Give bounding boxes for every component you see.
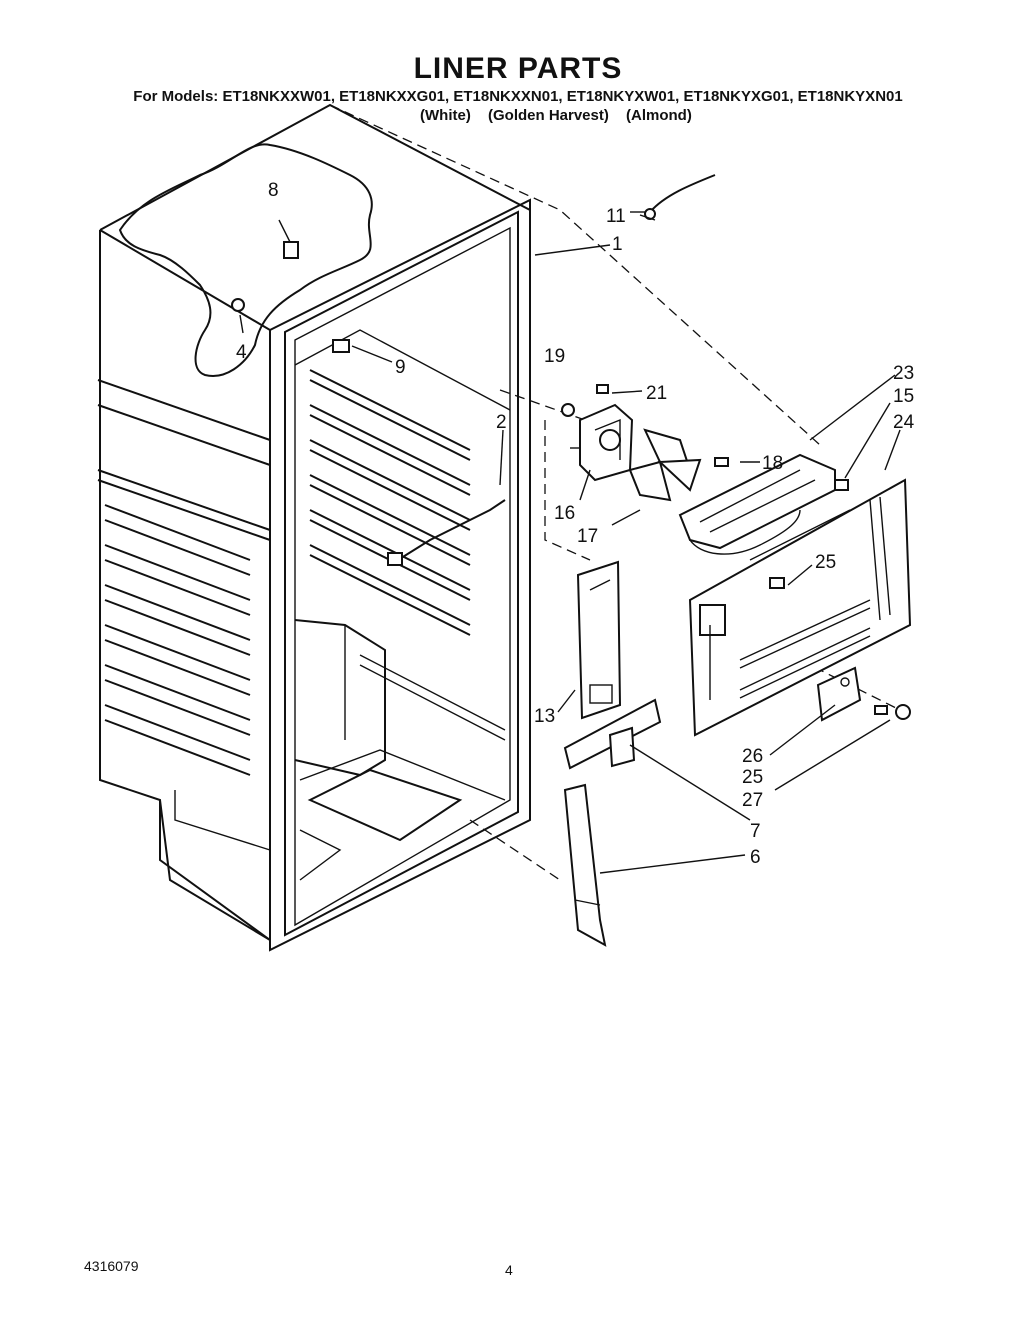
callout-13: 13 bbox=[534, 706, 555, 727]
part-15-screw bbox=[834, 479, 849, 491]
part-11-wire-harness bbox=[630, 174, 716, 220]
callout-1: 1 bbox=[612, 234, 623, 255]
part-25-screw-upper bbox=[769, 577, 785, 589]
part-19-grommet bbox=[561, 403, 575, 417]
part-9-clip bbox=[332, 339, 393, 363]
part-6-duct-cover bbox=[563, 783, 607, 947]
callout-19: 19 bbox=[544, 346, 565, 367]
color-almond-label: (Almond) bbox=[626, 107, 692, 124]
callout-9: 9 bbox=[395, 357, 406, 378]
callout-25-upper: 25 bbox=[815, 552, 836, 573]
liner-cabinet bbox=[97, 103, 901, 952]
callout-15: 15 bbox=[893, 386, 914, 407]
part-13-duct bbox=[576, 560, 622, 720]
page-title: LINER PARTS bbox=[413, 52, 623, 85]
callout-18: 18 bbox=[762, 453, 783, 474]
callout-16: 16 bbox=[554, 503, 575, 524]
part-23-air-diffuser bbox=[678, 453, 836, 555]
callout-7: 7 bbox=[750, 821, 761, 842]
part-21-screw bbox=[596, 384, 609, 394]
leader-lines bbox=[534, 214, 901, 874]
callout-27: 27 bbox=[742, 790, 763, 811]
callout-2: 2 bbox=[496, 412, 507, 433]
callout-8: 8 bbox=[268, 180, 279, 201]
part-26-plate bbox=[816, 666, 862, 722]
callout-24: 24 bbox=[893, 412, 915, 433]
part-27-plug bbox=[874, 704, 911, 720]
callout-23: 23 bbox=[893, 363, 914, 384]
color-golden-label: (Golden Harvest) bbox=[488, 107, 609, 124]
document-number: 4316079 bbox=[84, 1258, 139, 1274]
callout-17: 17 bbox=[577, 526, 598, 547]
part-18-screw bbox=[714, 457, 729, 467]
part-4-grommet bbox=[231, 298, 245, 334]
callout-11: 11 bbox=[606, 206, 626, 227]
page-number: 4 bbox=[505, 1262, 513, 1278]
part-17-fan-blade bbox=[628, 428, 702, 502]
callout-labels: 1 2 4 6 7 8 9 11 13 15 16 17 18 19 21 23… bbox=[236, 180, 915, 868]
part-7-baffle bbox=[563, 698, 662, 770]
callout-21: 21 bbox=[646, 383, 667, 404]
color-white-label: (White) bbox=[420, 107, 471, 124]
part-24-evaporator-cover bbox=[688, 478, 912, 737]
callout-26: 26 bbox=[742, 746, 763, 767]
callout-6: 6 bbox=[750, 847, 761, 868]
part-2-sensor-wire bbox=[387, 429, 506, 566]
callout-4: 4 bbox=[236, 342, 247, 363]
part-8-thermostat-clip bbox=[278, 219, 299, 259]
model-list: For Models: ET18NKXXW01, ET18NKXXG01, ET… bbox=[133, 88, 903, 105]
callout-25-lower: 25 bbox=[742, 767, 763, 788]
part-16-fan-motor bbox=[570, 403, 634, 482]
